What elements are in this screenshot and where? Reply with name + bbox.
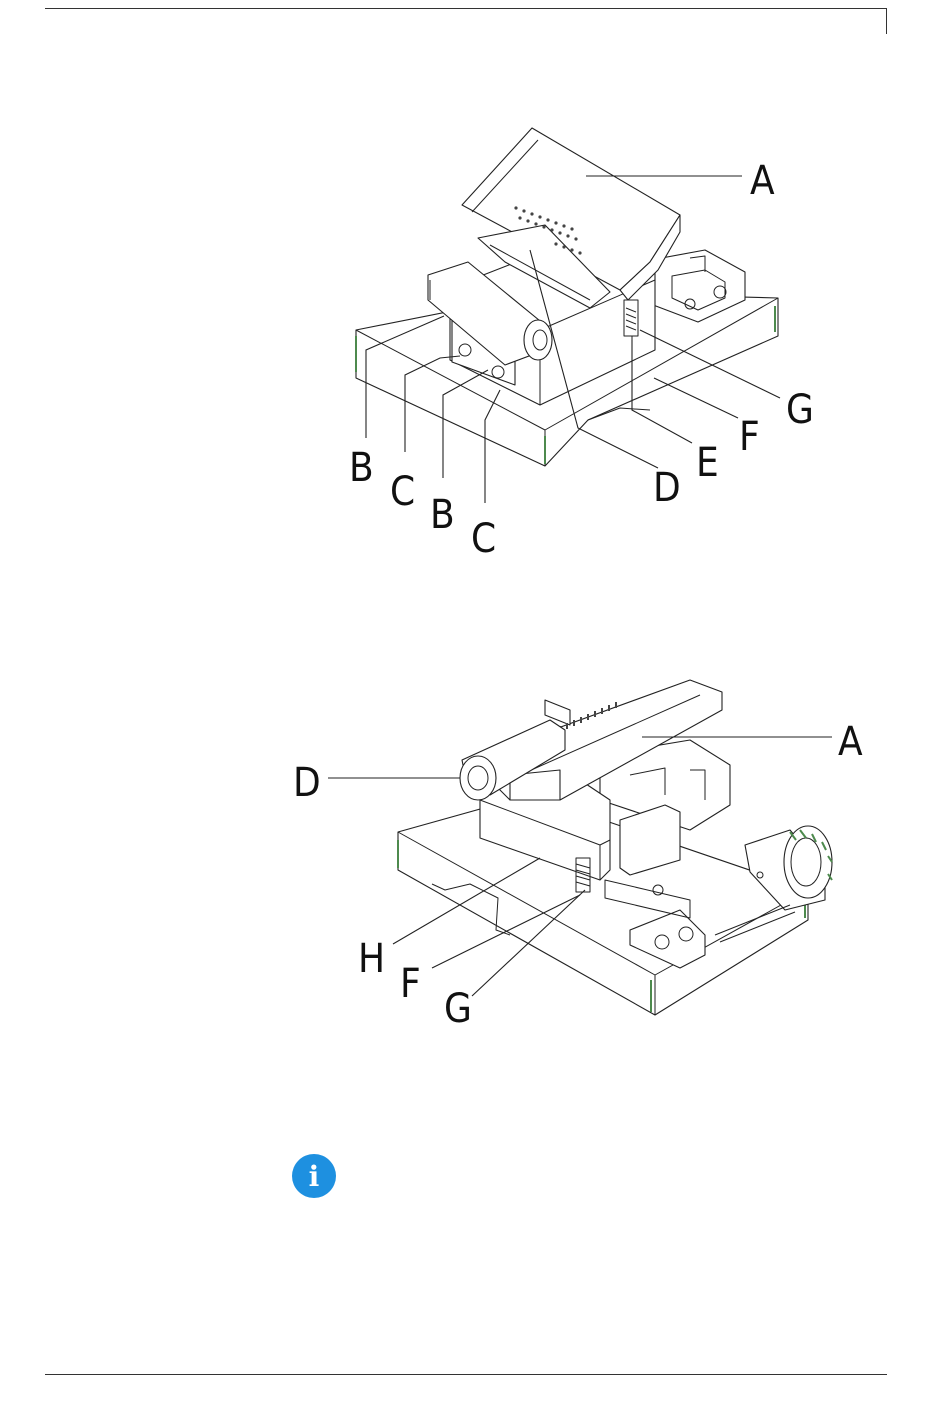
label-f: F [400, 961, 421, 1007]
figure-2-linework [398, 680, 832, 1015]
figure-1-linework [356, 128, 778, 466]
label-d: D [653, 465, 681, 511]
info-glyph: i [309, 1160, 320, 1193]
label-b: B [430, 492, 455, 538]
figure-2-mechanism-drawing: A D H F G [0, 640, 950, 1060]
label-a: A [750, 158, 775, 204]
label-c: C [390, 469, 415, 515]
label-a: A [838, 719, 863, 765]
info-icon: i [291, 1153, 337, 1199]
label-d: D [293, 760, 321, 806]
label-g: G [786, 387, 814, 433]
label-b: B [349, 445, 374, 491]
footer-rule [45, 1374, 887, 1375]
label-e: E [696, 440, 719, 486]
label-f: F [739, 414, 760, 460]
figure-1-mechanism-drawing: A B C B C D E F G [0, 0, 950, 580]
label-h: H [358, 936, 385, 982]
label-c: C [471, 516, 496, 562]
label-g: G [444, 986, 472, 1032]
